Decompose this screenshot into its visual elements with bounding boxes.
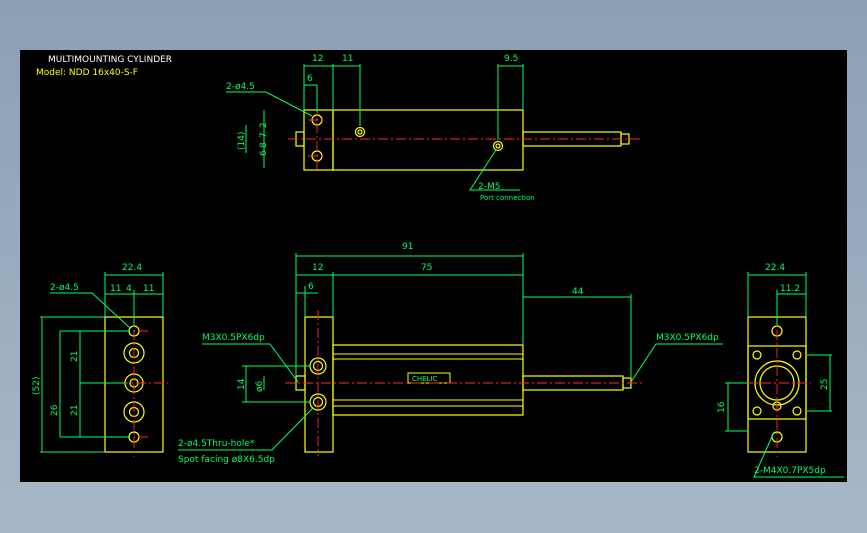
- left-dim-21b: 21: [70, 405, 80, 416]
- right-dim-25: 25: [820, 379, 830, 390]
- top-port-note: Port connection: [480, 194, 535, 202]
- model-label: Model: NDD 16x40-S-F: [36, 68, 138, 78]
- right-dim-22-4: 22.4: [765, 263, 785, 273]
- front-thread-left: M3X0.5PX6dp: [202, 333, 265, 343]
- front-dim-75: 75: [421, 263, 432, 273]
- left-dim-21a: 21: [70, 351, 80, 362]
- right-view: 22.4 11.2 25 16 2-M4X0.7PX5dp: [717, 263, 844, 478]
- left-hole-label: 2-ø4.5: [50, 283, 79, 293]
- top-dim-11: 11: [342, 54, 353, 64]
- front-hole-label: 2-ø4.5Thru-hole*: [178, 439, 255, 449]
- drawing-canvas: MULTIMOUNTING CYLINDER Model: NDD 16x40-…: [20, 50, 847, 482]
- front-dim-6: 6: [308, 282, 314, 292]
- front-dim-14: 14: [237, 378, 247, 390]
- top-dim-12: 12: [312, 54, 323, 64]
- front-dim-dia6: ø6: [255, 380, 265, 392]
- top-dim-6b: 6: [259, 150, 269, 156]
- top-dim-14: (14): [237, 132, 247, 150]
- right-dim-11-2: 11.2: [780, 284, 800, 294]
- right-thread-label: 2-M4X0.7PX5dp: [754, 466, 826, 476]
- front-thread-right: M3X0.5PX6dp: [656, 333, 719, 343]
- drawing-title: MULTIMOUNTING CYLINDER: [48, 55, 172, 65]
- right-mount-2: [792, 350, 802, 360]
- front-dim-91: 91: [402, 242, 413, 252]
- left-view: 22.4 11 4 11 (52) 21 26 21 2-ø4.5: [32, 263, 168, 457]
- top-hole-label: 2-ø4.5: [226, 82, 255, 92]
- left-dim-11b: 11: [143, 284, 154, 294]
- front-spot-label: Spot facing ø8X6.5dp: [178, 455, 275, 465]
- cad-drawing: MULTIMOUNTING CYLINDER Model: NDD 16x40-…: [32, 54, 844, 478]
- top-dim-2: 2: [259, 122, 269, 128]
- top-dim-9-5: 9.5: [504, 54, 518, 64]
- top-port-label: 2-M5: [478, 182, 500, 192]
- top-dim-6: 6: [307, 74, 313, 84]
- right-mount-4: [792, 406, 802, 416]
- left-dim-52: (52): [32, 377, 42, 395]
- top-port-1: [354, 126, 366, 138]
- left-dim-11a: 11: [110, 284, 121, 294]
- left-dim-4: 4: [126, 284, 132, 294]
- front-dim-44: 44: [572, 287, 584, 297]
- front-view: CHELIC 91 12 75 6 44 14 ø6 M3X0.5PX6dp M…: [178, 242, 723, 465]
- front-logo: CHELIC: [412, 375, 438, 383]
- top-dim-7: 7: [259, 132, 269, 138]
- top-view: 12 11 6 9.5 (14) 6 8 7 2 2-ø4.5 2-M5 Por…: [226, 54, 640, 202]
- top-dim-8: 8: [259, 142, 269, 148]
- top-port-2: [492, 140, 504, 152]
- right-mount-3: [752, 406, 762, 416]
- front-flange: [304, 316, 334, 453]
- front-dim-12: 12: [312, 263, 323, 273]
- right-mount-1: [752, 350, 762, 360]
- top-body: [332, 109, 524, 171]
- left-dim-26: 26: [50, 404, 60, 416]
- right-dim-16: 16: [717, 401, 727, 413]
- left-dim-22-4: 22.4: [122, 263, 142, 273]
